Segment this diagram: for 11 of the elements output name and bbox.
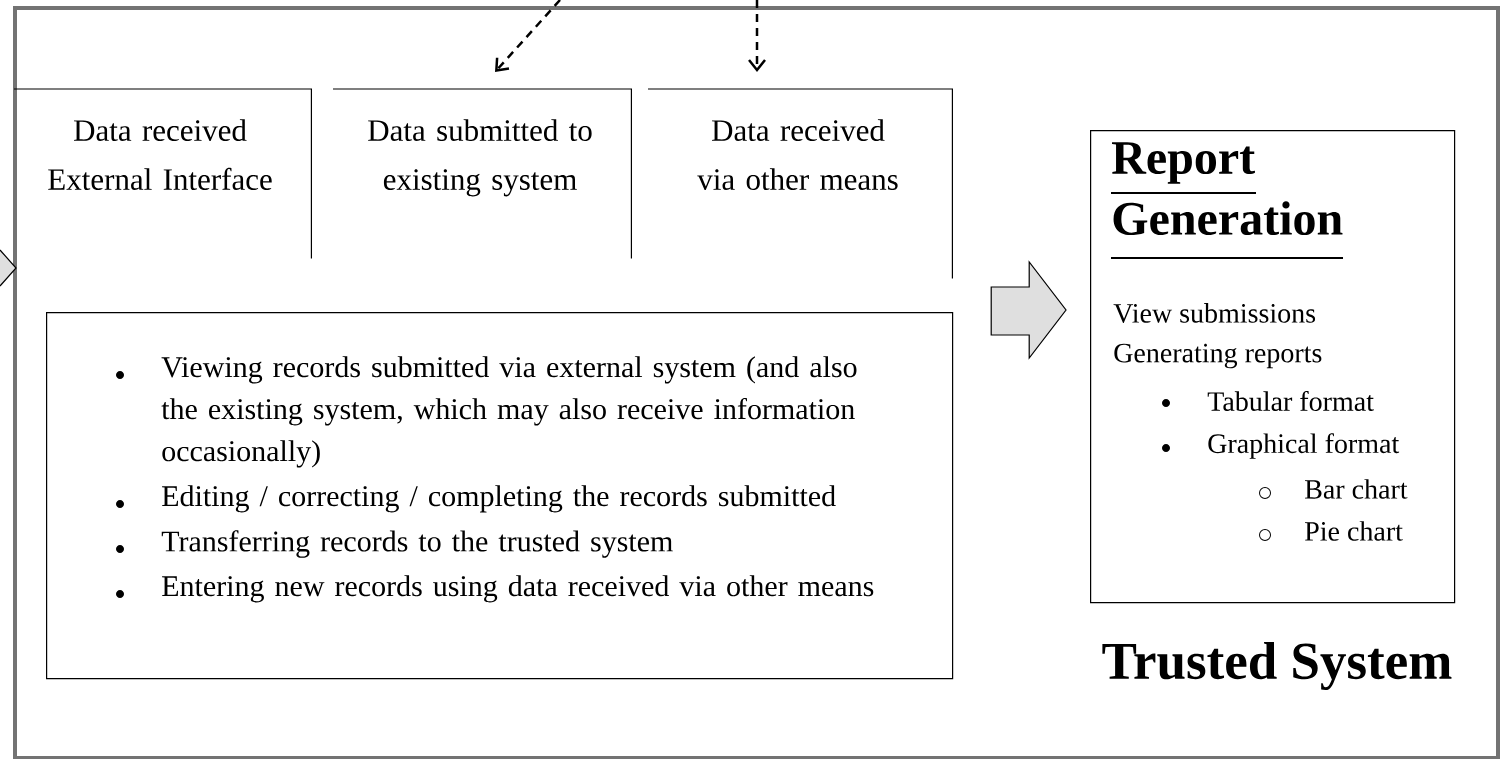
column-box: Data submitted to existing system — [332, 88, 632, 259]
dashed-arrow — [495, 0, 561, 72]
system-frame — [13, 6, 1500, 759]
block-arrow — [990, 260, 1067, 360]
report-box: Report Generation View submissions Generating reports Tabular format Graphical format Bar chart Pie chart — [1090, 130, 1456, 604]
block-arrow — [0, 249, 17, 287]
task-list-box: Viewing records submitted via external system (and also the existing system, which may also receive information occasionally) Editing / correcting / completing the records submitted Transferring records to the trusted system Entering new records using data received via other means — [46, 312, 954, 680]
column-box: Data received External Interface — [13, 88, 312, 259]
system-title: Trusted System — [1102, 641, 1452, 691]
dashed-arrow — [748, 0, 766, 72]
column-box: Data received via other means — [647, 88, 953, 279]
